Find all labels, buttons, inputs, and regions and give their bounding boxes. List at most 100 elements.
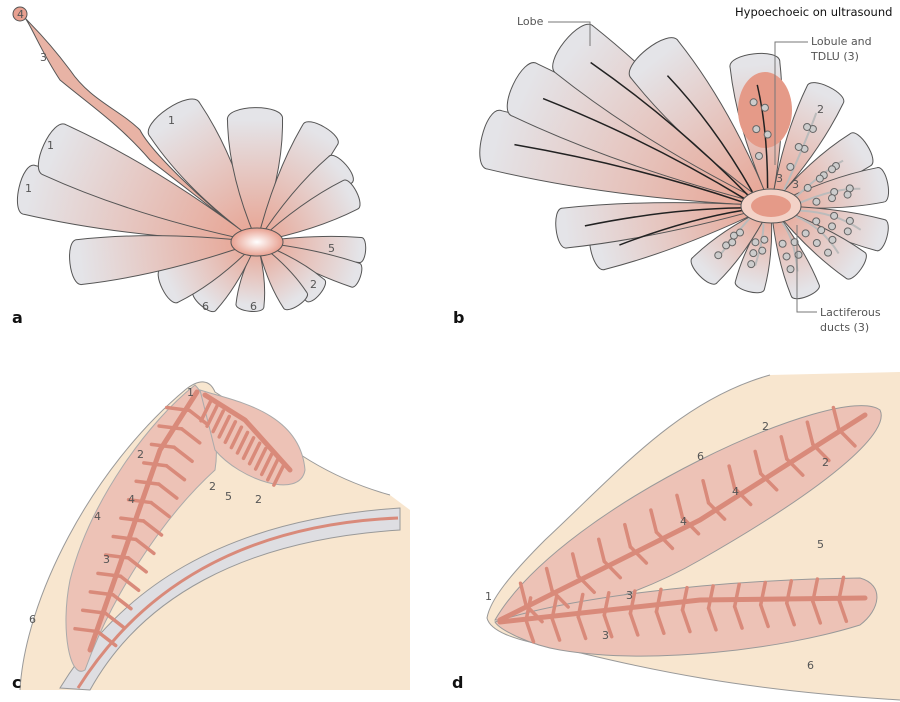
duct-branch	[654, 530, 675, 551]
duct-branch	[95, 629, 118, 648]
acinus-cluster	[722, 241, 731, 250]
acinus-cluster	[747, 260, 756, 269]
acinus-cluster	[803, 122, 812, 131]
acinus-cluster	[714, 251, 723, 260]
duct-branch	[785, 601, 796, 627]
duct-branch	[518, 581, 528, 608]
acinus-cluster	[749, 98, 758, 107]
acinus-cluster	[828, 165, 837, 174]
label-6: 6	[807, 659, 814, 672]
duct-branch	[785, 457, 805, 477]
duct-branch	[111, 592, 133, 611]
duct-branch	[675, 493, 685, 520]
duct-branch	[602, 591, 611, 617]
acinus-cluster	[803, 183, 812, 192]
acinus-cluster	[758, 246, 767, 255]
acinus-cluster	[843, 227, 852, 236]
label-4: 4	[17, 8, 24, 21]
panel-a-lobes-diagram: 4 3 1 1 1 5 2 6 6 a	[12, 6, 367, 327]
duct-branch	[235, 430, 250, 455]
panel-letter-b: b	[453, 308, 464, 327]
label-6: 6	[202, 300, 209, 313]
duct-branch	[602, 559, 623, 580]
duct-branch	[229, 425, 244, 450]
label-lobule-tdlu-2: TDLU (3)	[810, 50, 859, 63]
duct-branch	[706, 501, 727, 521]
panel-d-horizontal-section: 2 6 2 4 4 5 3 3 1 6 d	[452, 372, 900, 701]
label-3: 3	[626, 589, 633, 602]
duct-branch	[126, 497, 153, 505]
duct-branch	[576, 592, 585, 619]
pectoral-fiber	[76, 516, 399, 689]
label-1: 1	[485, 590, 492, 603]
label-6: 6	[29, 613, 36, 626]
duct-branch	[103, 553, 130, 560]
lactiferous-duct	[666, 75, 753, 193]
leader-line	[548, 21, 591, 46]
main-duct	[497, 412, 868, 623]
duct-branch	[602, 613, 614, 639]
duct-branch	[831, 405, 841, 432]
duct-branch	[550, 594, 559, 621]
label-2: 2	[762, 420, 769, 433]
acinus-cluster	[815, 174, 824, 183]
main-duct	[497, 595, 868, 625]
acinus-cluster	[760, 103, 769, 112]
duct-branch	[596, 537, 607, 564]
duct-branch	[785, 579, 794, 605]
label-6: 6	[697, 450, 704, 463]
acinus-cluster	[782, 252, 791, 261]
panel-letter-c: c	[12, 673, 21, 692]
long-lobe-with-duct	[21, 13, 256, 243]
label-2: 2	[255, 493, 262, 506]
duct-branch	[103, 611, 126, 629]
duct-branch	[758, 471, 779, 492]
chest-wall-muscle	[59, 507, 401, 691]
acinus-cluster	[786, 265, 795, 274]
acinus-cluster	[827, 194, 836, 203]
lactiferous-duct	[514, 143, 743, 203]
duct-branch	[164, 405, 192, 413]
fat-tissue-background	[20, 381, 410, 690]
acinus-cluster	[751, 238, 760, 247]
duct-branch	[727, 464, 737, 490]
duct-branch	[134, 537, 156, 556]
duct-branch	[837, 597, 849, 624]
label-4: 4	[732, 485, 739, 498]
lobe	[37, 123, 258, 243]
label-lobe: Lobe	[517, 15, 544, 28]
label-lobule-tdlu: Lobule and	[811, 35, 872, 48]
duct-branch	[732, 582, 741, 609]
leader-line	[796, 225, 817, 313]
duct-branch	[837, 427, 857, 448]
label-2: 2	[137, 448, 144, 461]
duct-branch	[142, 461, 169, 468]
duct-branch	[758, 580, 768, 607]
acinus-cluster	[817, 226, 826, 235]
duct-branch	[811, 599, 823, 625]
duct-branch	[654, 587, 663, 614]
duct-branch	[205, 403, 219, 428]
label-1: 1	[25, 182, 32, 195]
nipple-areola	[230, 227, 284, 257]
label-6: 6	[250, 300, 257, 313]
duct-branch	[266, 457, 280, 482]
acinus-cluster	[828, 235, 837, 244]
label-3: 3	[776, 172, 783, 185]
label-5: 5	[817, 538, 824, 551]
duct-branch	[524, 618, 536, 644]
duct-branch	[111, 534, 138, 542]
duct-branch	[706, 606, 718, 632]
duct-branch	[576, 574, 596, 595]
acinus-cluster	[845, 216, 854, 225]
acinus-cluster	[786, 162, 795, 171]
duct-branch	[811, 577, 820, 604]
duct-branch	[164, 463, 187, 482]
acinus-cluster	[828, 222, 837, 231]
label-3: 3	[103, 553, 110, 566]
label-3: 3	[602, 629, 609, 642]
acinus-cluster	[754, 151, 763, 160]
lactiferous-duct	[584, 207, 742, 227]
